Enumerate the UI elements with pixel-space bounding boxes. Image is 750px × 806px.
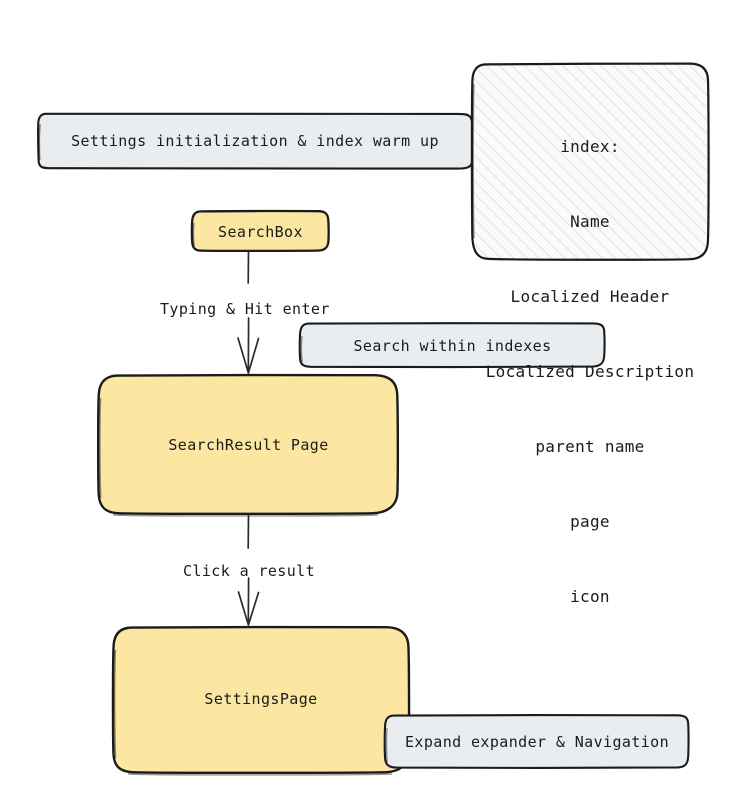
edge-click-a-result [237,513,260,626]
node-settingspage[interactable] [111,625,411,776]
note-settings-initialization[interactable] [37,112,474,170]
node-searchbox[interactable] [190,209,330,253]
index-schema-note[interactable] [470,62,710,261]
node-searchresult-page[interactable] [96,373,400,517]
note-search-within-indexes[interactable] [298,322,606,369]
edge-typing-hit-enter [237,250,260,374]
note-expand-expander-navigation[interactable] [383,714,690,770]
